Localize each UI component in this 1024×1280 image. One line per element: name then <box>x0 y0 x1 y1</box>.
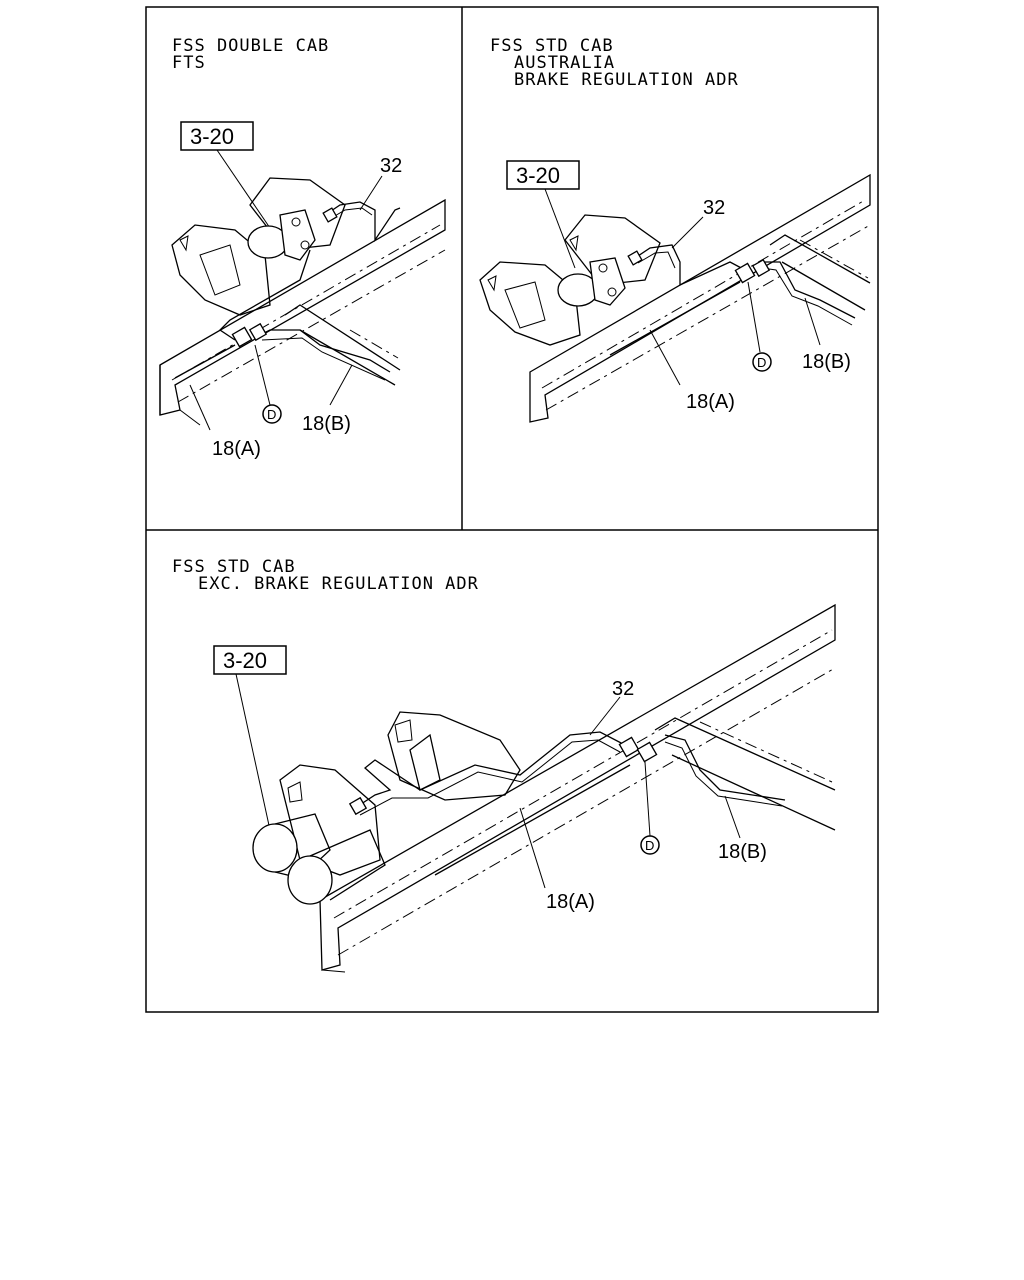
callout-18b: 18(B) <box>718 841 767 863</box>
panel-heading-line-1: FSS STD CAB <box>490 36 614 56</box>
callout-32: 32 <box>612 678 634 700</box>
ref-box <box>213 645 287 675</box>
spring-bracket <box>252 711 521 905</box>
brake-chamber-2 <box>287 855 333 905</box>
frame-rail <box>319 603 836 973</box>
marker-d-label: D <box>757 355 766 370</box>
ref-box-label: 3-20 <box>223 648 267 673</box>
panel-heading-line-1: FSS STD CAB <box>172 557 296 577</box>
callout-18a: 18(A) <box>686 391 735 413</box>
marker-d-circle <box>640 835 660 855</box>
marker-d-circle <box>752 352 772 372</box>
brake-pipes <box>174 201 401 381</box>
ref-box-label: 3-20 <box>190 124 234 149</box>
callout-32: 32 <box>380 155 402 177</box>
brake-chamber <box>252 823 298 873</box>
ref-leader <box>235 673 271 831</box>
cross-member <box>769 234 871 311</box>
panel-heading-line-2: AUSTRALIA <box>514 53 615 73</box>
callout-18a: 18(A) <box>212 438 261 460</box>
panel-heading-line-2: FTS <box>172 53 206 73</box>
cross-member <box>654 717 836 831</box>
marker-d-circle <box>262 404 282 424</box>
ref-leader <box>216 149 271 229</box>
panel-heading-line-3: BRAKE REGULATION ADR <box>514 70 739 90</box>
panel-top-right: FSS STD CAB AUSTRALIA BRAKE REGULATION A… <box>479 36 871 423</box>
pipe-18a <box>174 344 236 379</box>
pipe-18a <box>609 281 741 356</box>
callout-18b: 18(B) <box>802 351 851 373</box>
ref-box <box>506 160 580 190</box>
panel-bottom: FSS STD CAB EXC. BRAKE REGULATION ADR 3-… <box>172 557 836 973</box>
spring-bracket <box>479 214 661 346</box>
diagram-frame <box>145 6 879 1013</box>
marker-d-label: D <box>267 407 276 422</box>
brake-pipes <box>348 731 786 876</box>
panel-top-left: FSS DOUBLE CAB FTS 3-20 <box>159 36 446 460</box>
ref-leader <box>544 188 576 269</box>
callout-32: 32 <box>703 197 725 219</box>
frame-rail <box>159 198 446 426</box>
brake-pipes <box>609 244 856 356</box>
frame-rail <box>529 173 871 423</box>
marker-d-label: D <box>645 838 654 853</box>
callout-18b: 18(B) <box>302 413 351 435</box>
pipe-18a <box>434 764 631 876</box>
callout-18a: 18(A) <box>546 891 595 913</box>
panel-heading-line-2: EXC. BRAKE REGULATION ADR <box>198 574 479 594</box>
panel-heading-line-1: FSS DOUBLE CAB <box>172 36 329 56</box>
spring-bracket <box>171 177 346 316</box>
ref-box-label: 3-20 <box>516 163 560 188</box>
cross-member <box>284 304 401 386</box>
